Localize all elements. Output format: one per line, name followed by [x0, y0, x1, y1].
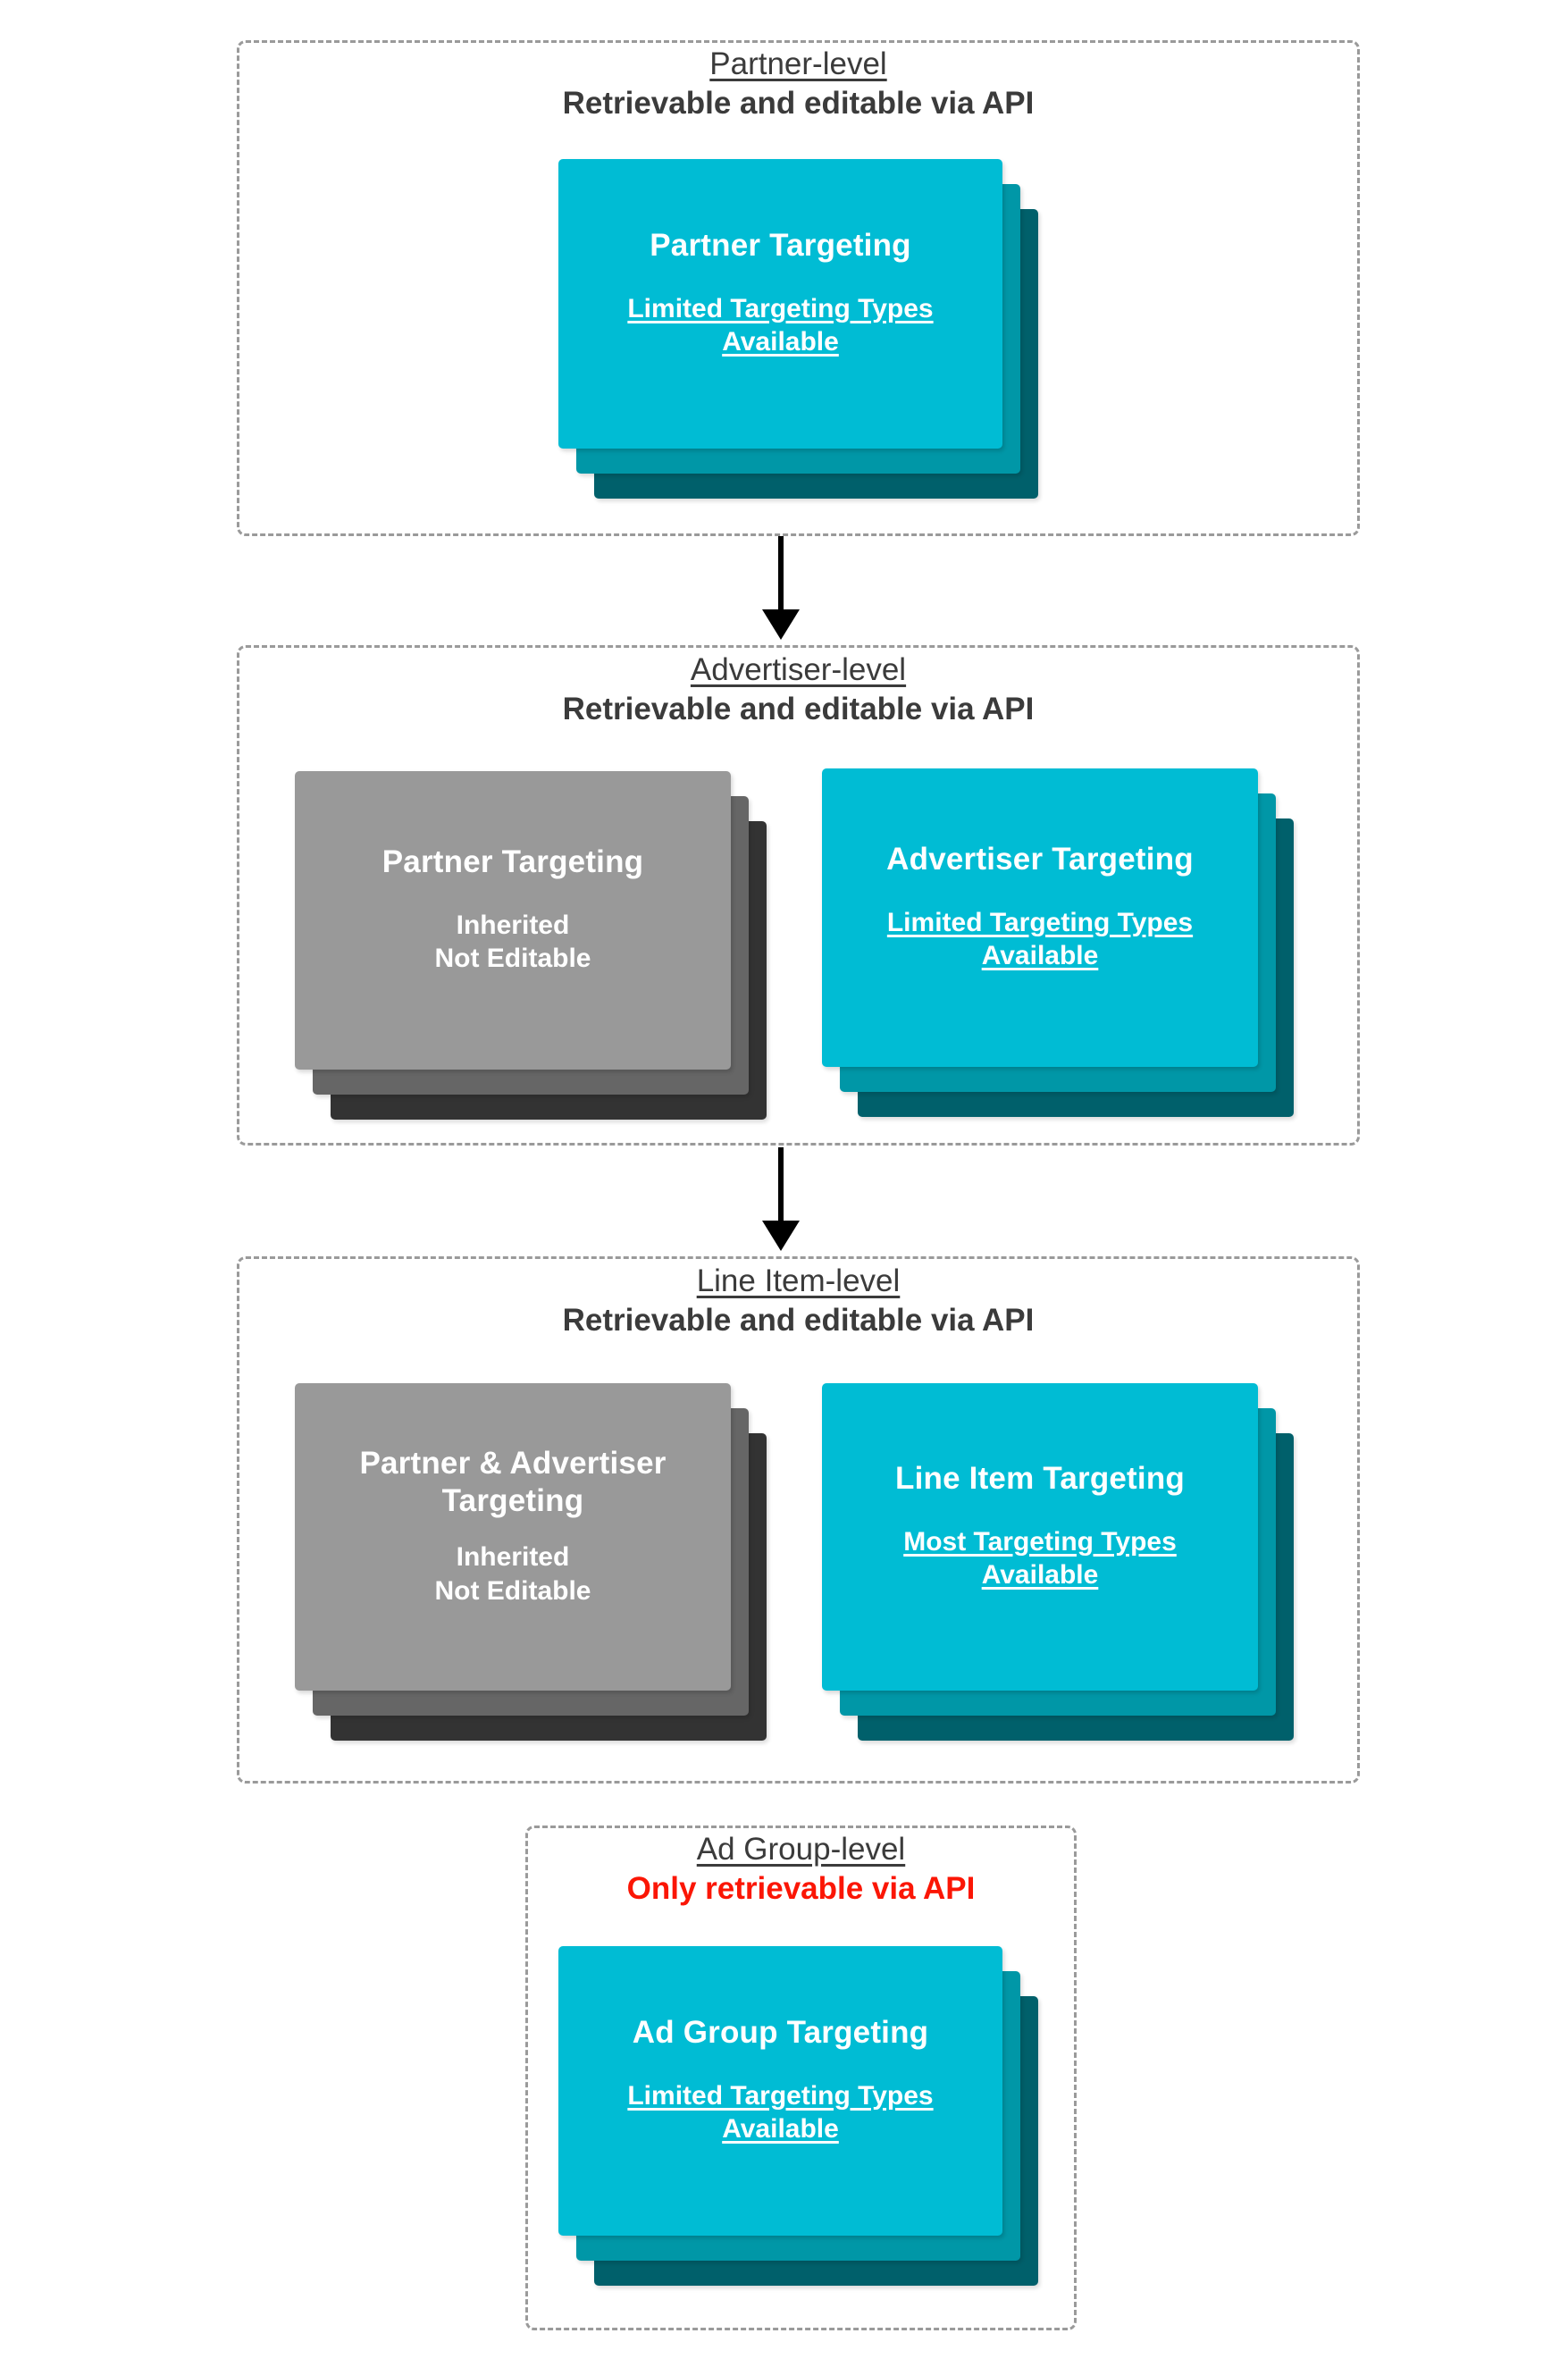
level-header-line-item: Line Item-level Retrievable and editable…	[237, 1263, 1360, 1339]
connector-shaft	[778, 536, 784, 611]
card-stack-advertiser-targeting[interactable]: Advertiser Targeting Limited Targeting T…	[822, 768, 1302, 1117]
connector-arrowhead	[762, 1221, 800, 1251]
card-title: Partner Targeting	[382, 844, 644, 879]
level-subtitle-partner: Retrievable and editable via API	[562, 86, 1035, 122]
level-container-ad-group	[525, 1826, 1077, 2330]
connector-shaft	[778, 1147, 784, 1222]
card-note: Most Targeting Types Available	[903, 1526, 1177, 1591]
level-title-advertiser: Advertiser-level	[690, 652, 907, 687]
card-title: Advertiser Targeting	[886, 841, 1194, 877]
card-layer-front[interactable]: Partner & Advertiser Targeting Inherited…	[295, 1383, 731, 1691]
connector-advertiser-to-line-item	[762, 1147, 800, 1251]
card-title: Line Item Targeting	[894, 1460, 1185, 1496]
card-title: Partner & Advertiser Targeting	[359, 1445, 667, 1519]
level-subtitle-ad-group: Only retrievable via API	[626, 1871, 976, 1907]
card-note: Limited Targeting Types Available	[627, 2080, 934, 2145]
level-title-ad-group: Ad Group-level	[696, 1832, 906, 1867]
card-stack-ad-group-targeting[interactable]: Ad Group Targeting Limited Targeting Typ…	[558, 1946, 1038, 2295]
level-title-partner: Partner-level	[709, 46, 887, 81]
card-layer-front[interactable]: Advertiser Targeting Limited Targeting T…	[822, 768, 1258, 1067]
card-title: Partner Targeting	[650, 227, 911, 263]
card-stack-inherited-partner-targeting[interactable]: Partner Targeting Inherited Not Editable	[295, 771, 775, 1120]
level-title-line-item: Line Item-level	[696, 1263, 901, 1298]
card-layer-front[interactable]: Ad Group Targeting Limited Targeting Typ…	[558, 1946, 1002, 2236]
connector-arrowhead	[762, 609, 800, 640]
level-header-ad-group: Ad Group-level Only retrievable via API	[525, 1832, 1077, 1907]
card-note: Limited Targeting Types Available	[886, 907, 1194, 971]
card-stack-partner-targeting[interactable]: Partner Targeting Limited Targeting Type…	[558, 159, 1038, 499]
level-container-advertiser	[237, 645, 1360, 1146]
card-stack-inherited-partner-advertiser-targeting[interactable]: Partner & Advertiser Targeting Inherited…	[295, 1383, 775, 1741]
card-note: Inherited Not Editable	[434, 910, 591, 974]
level-subtitle-advertiser: Retrievable and editable via API	[562, 692, 1035, 727]
card-title: Ad Group Targeting	[632, 2014, 929, 2050]
level-header-partner: Partner-level Retrievable and editable v…	[237, 46, 1360, 122]
card-layer-front[interactable]: Partner Targeting Inherited Not Editable	[295, 771, 731, 1070]
level-subtitle-line-item: Retrievable and editable via API	[562, 1303, 1035, 1339]
card-layer-front[interactable]: Line Item Targeting Most Targeting Types…	[822, 1383, 1258, 1691]
card-stack-line-item-targeting[interactable]: Line Item Targeting Most Targeting Types…	[822, 1383, 1302, 1741]
level-container-partner	[237, 40, 1360, 536]
level-container-line-item	[237, 1256, 1360, 1784]
card-note: Inherited Not Editable	[434, 1541, 591, 1606]
connector-partner-to-advertiser	[762, 536, 800, 640]
card-layer-front[interactable]: Partner Targeting Limited Targeting Type…	[558, 159, 1002, 449]
level-header-advertiser: Advertiser-level Retrievable and editabl…	[237, 652, 1360, 727]
card-note: Limited Targeting Types Available	[627, 293, 934, 357]
